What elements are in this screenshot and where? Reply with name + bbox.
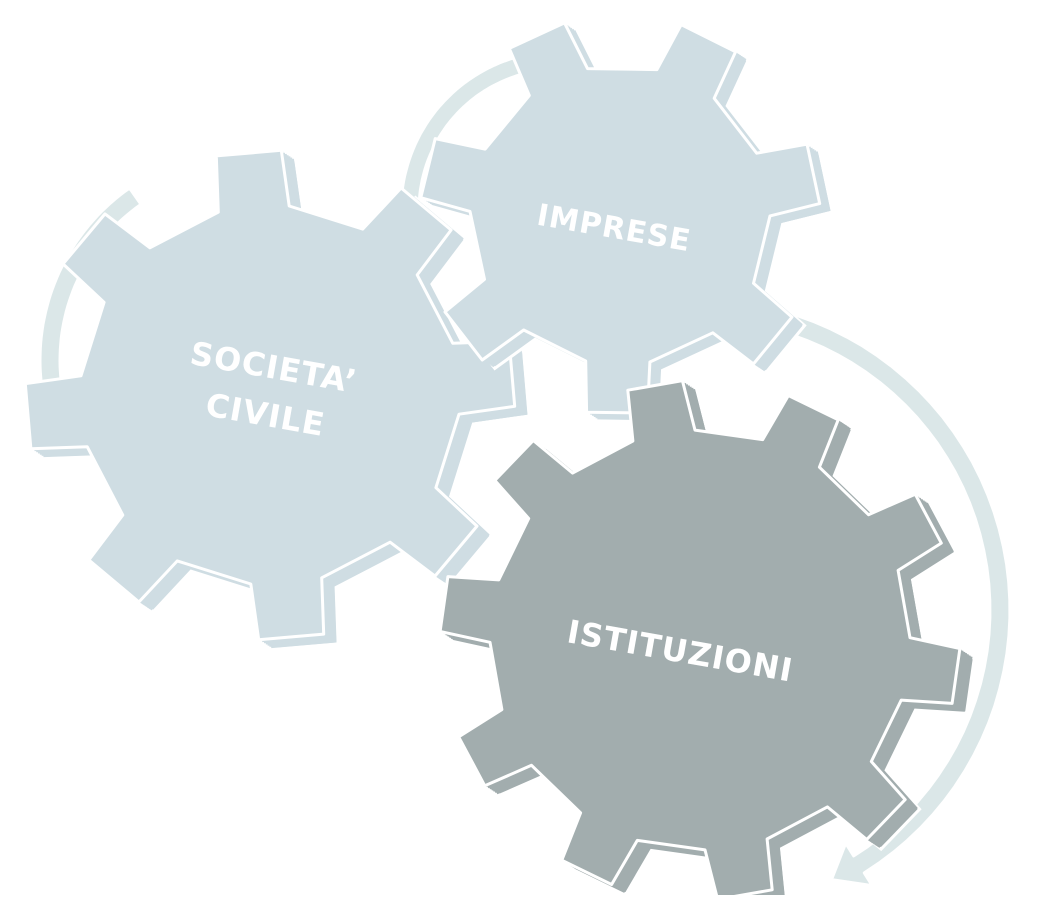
cycle-arrow-shape [773,309,1012,888]
gear-face [23,148,517,642]
gear-societa-civile [23,148,531,651]
arrow-right [773,309,1012,888]
gear-istituzioni [438,379,976,900]
gear-face [419,21,822,415]
gear-face [438,379,962,900]
gear-imprese [419,21,835,424]
